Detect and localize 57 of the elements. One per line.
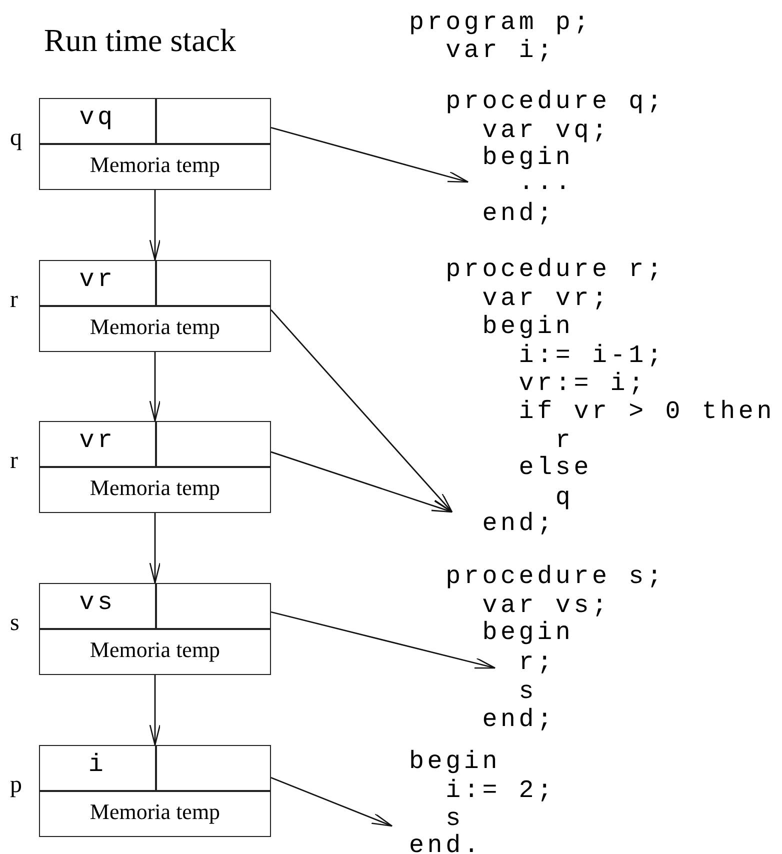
code-line: s [446,806,464,831]
code-line: r [555,428,574,453]
frame-label: p [10,773,22,797]
code-line: r; [518,650,556,675]
code-line: end; [482,201,556,226]
frame-label: q [10,126,22,150]
code-line: procedure q; [446,89,666,114]
variable-name: vr [78,267,117,292]
variable-name: vr [78,428,117,453]
code-line: end; [482,707,556,732]
code-line: begin [482,620,574,645]
memory-label: Memoria temp [88,316,222,338]
frame-label: r [10,449,18,473]
arrow [270,126,469,183]
code-line: var vq; [482,118,610,143]
memory-label: Memoria temp [88,154,222,176]
code-line: ... [518,170,574,195]
code-line: begin [482,314,574,339]
stack-frame [39,421,271,513]
arrow [149,513,161,584]
code-line: var vr; [482,286,610,311]
arrow [270,776,393,827]
stack-frame [39,583,271,675]
code-line: end; [482,511,556,536]
variable-name: i [87,752,108,777]
arrow [149,675,161,746]
memory-label: Memoria temp [88,477,222,499]
code-line: begin [482,145,574,170]
code-line: end. [409,833,482,854]
code-line: q [555,485,574,510]
arrow [270,309,453,513]
code-line: procedure r; [446,257,666,282]
code-line: vr:= i; [518,371,647,396]
variable-name: vs [78,590,117,615]
stack-frame [39,745,271,837]
code-line: else [518,455,592,480]
arrow [149,352,161,422]
variable-name: vq [78,105,117,130]
arrow [149,190,161,261]
code-line: if vr > 0 then [518,399,776,424]
stack-frame [39,98,271,190]
frame-label: s [10,611,20,635]
code-line: var i; [446,38,556,63]
code-line: s [518,679,538,704]
code-line: i:= i-1; [518,343,666,368]
title: Run time stack [44,24,236,56]
arrow [270,611,496,669]
arrow [270,451,453,513]
code-line: begin [409,749,501,774]
frame-label: r [10,288,18,312]
memory-label: Memoria temp [88,639,222,661]
code-line: var vs; [482,593,610,618]
code-line: program p; [409,10,592,35]
code-line: i:= 2; [446,778,556,803]
code-line: procedure s; [446,564,666,589]
memory-label: Memoria temp [88,801,222,823]
stack-frame [39,260,271,352]
